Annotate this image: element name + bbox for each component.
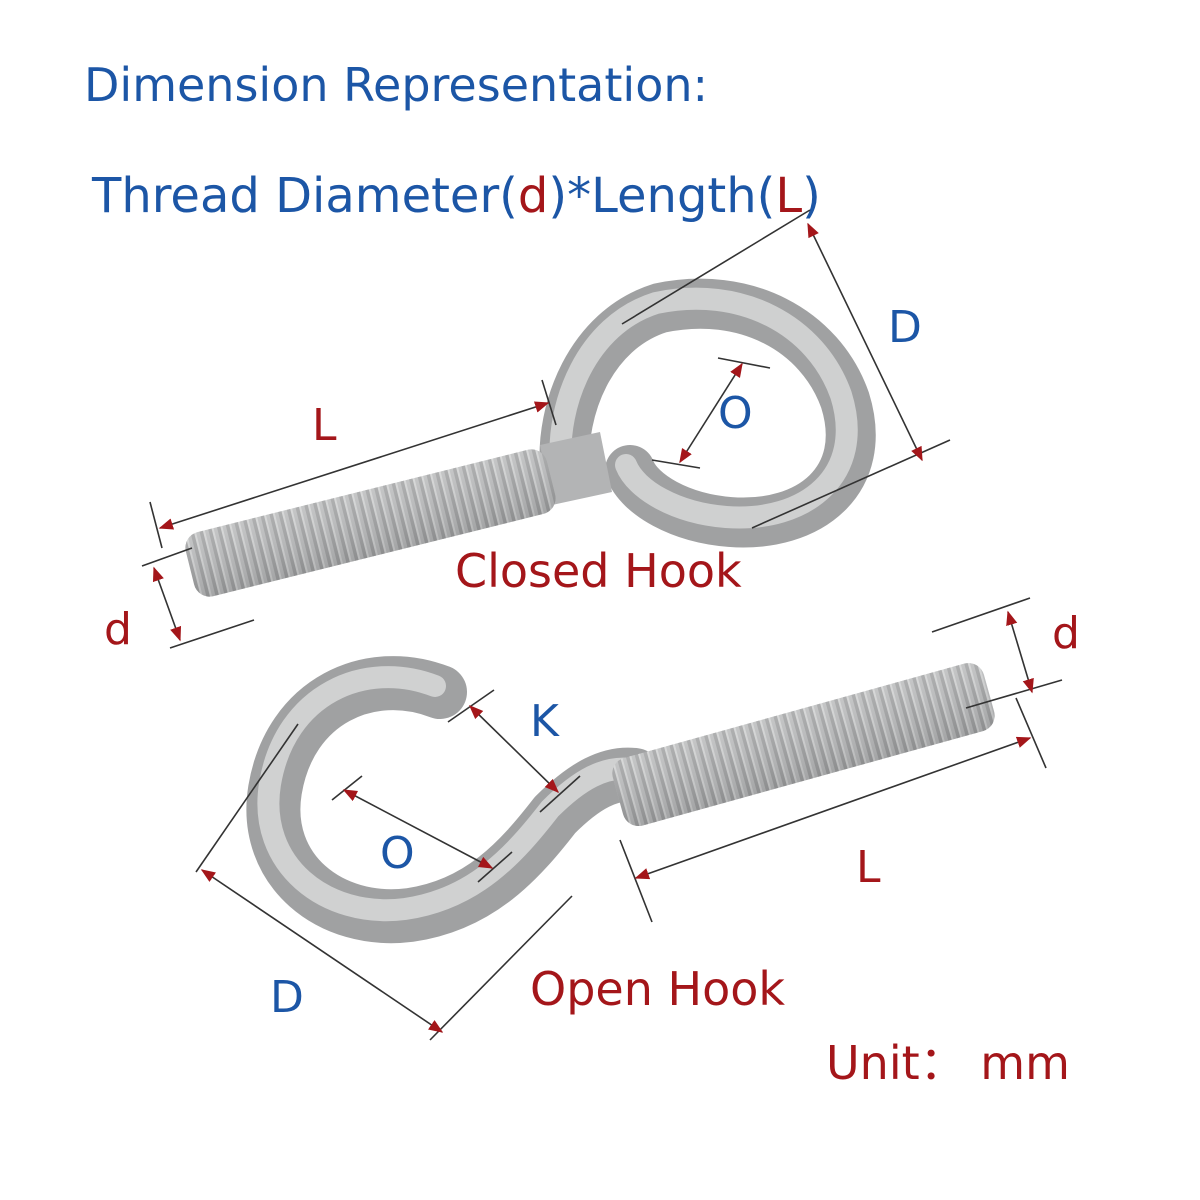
closed-label-L: L — [312, 400, 337, 451]
formula-suffix: ) — [802, 168, 821, 224]
open-label-L: L — [856, 842, 881, 893]
closed-hook-dimensions — [141, 209, 951, 649]
formula-d: d — [517, 168, 549, 224]
closed-label-O: O — [718, 388, 753, 439]
unit-label: Unit： mm — [826, 1036, 1070, 1090]
open-label-D: D — [270, 972, 304, 1023]
formula-L: L — [775, 168, 803, 224]
closed-hook-neck — [540, 432, 612, 505]
closed-label-d: d — [104, 604, 132, 655]
open-label-K: K — [530, 696, 559, 747]
open-label-O: O — [380, 828, 415, 879]
formula-middle: )*Length( — [548, 168, 776, 224]
closed-hook-caption: Closed Hook — [455, 544, 742, 598]
open-hook-thread — [612, 663, 995, 827]
open-hook-caption: Open Hook — [530, 962, 785, 1016]
title: Dimension Representation: — [84, 58, 708, 112]
open-label-d: d — [1052, 608, 1080, 659]
formula: Thread Diameter(d)*Length(L) — [92, 168, 821, 224]
formula-prefix: Thread Diameter( — [92, 168, 518, 224]
closed-label-D: D — [888, 302, 922, 353]
open-hook-dimensions — [195, 597, 1063, 1041]
